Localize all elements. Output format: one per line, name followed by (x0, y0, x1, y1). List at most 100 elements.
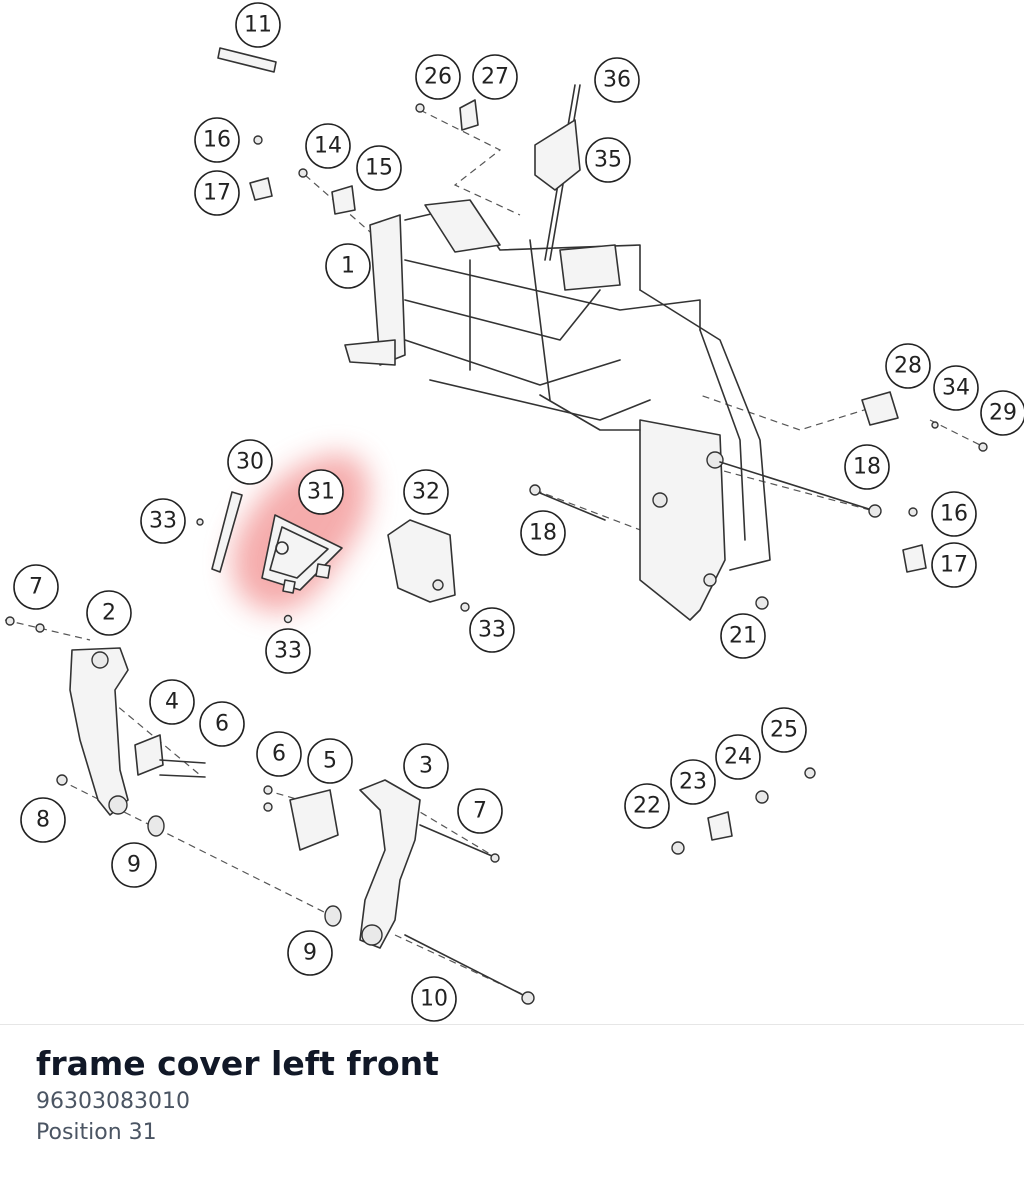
callout-23[interactable]: 23 (670, 759, 716, 805)
part-7-right-bolt (419, 824, 500, 863)
svg-text:8: 8 (36, 808, 50, 833)
main-frame (344, 199, 771, 621)
callout-30[interactable]: 30 (227, 439, 273, 485)
part-18-lower-bolt (529, 484, 606, 521)
callout-26[interactable]: 26 (415, 54, 461, 100)
svg-text:33: 33 (149, 509, 177, 534)
callout-24[interactable]: 24 (715, 734, 761, 780)
callout-28[interactable]: 28 (885, 343, 931, 389)
callout-1[interactable]: 1 (325, 243, 371, 289)
part-5-6-bracket (263, 785, 339, 851)
callout-7-right[interactable]: 7 (457, 788, 503, 834)
callout-2[interactable]: 2 (86, 590, 132, 636)
svg-text:7: 7 (29, 575, 43, 600)
svg-text:16: 16 (940, 502, 968, 527)
part-info: frame cover left front 96303083010 Posit… (36, 1042, 996, 1148)
svg-text:31: 31 (307, 480, 335, 505)
svg-text:17: 17 (940, 553, 968, 578)
callout-18-lower[interactable]: 18 (520, 510, 566, 556)
callout-34[interactable]: 34 (933, 365, 979, 411)
svg-text:6: 6 (272, 742, 286, 767)
svg-text:33: 33 (478, 618, 506, 643)
exploded-parts-diagram: 11 26 27 36 16 17 14 15 35 1 28 34 29 18… (4, 2, 1024, 1022)
part-33-screws (196, 518, 470, 624)
part-4-6-bracket (134, 734, 206, 778)
callout-17-top[interactable]: 17 (194, 170, 240, 216)
part-11-strip (217, 47, 277, 73)
part-28-clamp (861, 391, 988, 452)
svg-text:27: 27 (481, 65, 509, 90)
svg-text:29: 29 (989, 401, 1017, 426)
callout-17-right[interactable]: 17 (931, 542, 977, 588)
callout-9-right[interactable]: 9 (287, 930, 333, 976)
part-32-cover (387, 519, 456, 603)
svg-text:23: 23 (679, 770, 707, 795)
part-30-strip (211, 491, 243, 573)
svg-text:34: 34 (942, 376, 970, 401)
callout-11[interactable]: 11 (235, 2, 281, 48)
part-8-9-hardware (56, 774, 342, 927)
callouts: 11 26 27 36 16 17 14 15 35 1 28 34 29 18… (13, 2, 1024, 1022)
part-35-36-bracket (534, 84, 581, 261)
callout-3[interactable]: 3 (403, 743, 449, 789)
svg-text:32: 32 (412, 480, 440, 505)
svg-text:10: 10 (420, 987, 448, 1012)
callout-14[interactable]: 14 (305, 123, 351, 169)
callout-15[interactable]: 15 (356, 145, 402, 191)
svg-text:24: 24 (724, 745, 752, 770)
part-3-right-bracket (359, 779, 421, 949)
part-18-upper-bolt (719, 461, 882, 518)
callout-36[interactable]: 36 (594, 57, 640, 103)
callout-6-left[interactable]: 6 (199, 701, 245, 747)
svg-text:5: 5 (323, 749, 337, 774)
svg-text:18: 18 (529, 521, 557, 546)
part-21-nut (755, 596, 769, 610)
callout-31[interactable]: 31 (298, 469, 344, 515)
callout-35[interactable]: 35 (585, 137, 631, 183)
callout-33-left[interactable]: 33 (140, 498, 186, 544)
callout-16-right[interactable]: 16 (931, 491, 977, 537)
svg-text:7: 7 (473, 799, 487, 824)
svg-text:18: 18 (853, 455, 881, 480)
callout-29[interactable]: 29 (980, 390, 1024, 436)
svg-text:33: 33 (274, 639, 302, 664)
svg-text:4: 4 (165, 690, 179, 715)
svg-text:9: 9 (303, 941, 317, 966)
callout-9-left[interactable]: 9 (111, 842, 157, 888)
svg-text:22: 22 (633, 794, 661, 819)
callout-21[interactable]: 21 (720, 613, 766, 659)
callout-33-right[interactable]: 33 (469, 607, 515, 653)
part-position: Position 31 (36, 1120, 157, 1145)
svg-text:28: 28 (894, 354, 922, 379)
callout-7-left[interactable]: 7 (13, 564, 59, 610)
svg-text:36: 36 (603, 68, 631, 93)
svg-text:21: 21 (729, 624, 757, 649)
callout-18-upper[interactable]: 18 (844, 444, 890, 490)
svg-text:1: 1 (341, 254, 355, 279)
part-title: frame cover left front (36, 1044, 439, 1083)
svg-text:6: 6 (215, 712, 229, 737)
callout-27[interactable]: 27 (472, 54, 518, 100)
svg-text:14: 14 (314, 134, 342, 159)
part-16-17-right (902, 507, 927, 573)
callout-33-mid[interactable]: 33 (265, 628, 311, 674)
part-31-frame-cover[interactable] (261, 514, 343, 594)
callout-32[interactable]: 32 (403, 469, 449, 515)
part-10-long-bolt (404, 934, 535, 1005)
part-2-left-bracket (69, 647, 129, 816)
svg-text:35: 35 (594, 148, 622, 173)
callout-6-mid[interactable]: 6 (256, 731, 302, 777)
callout-16-top[interactable]: 16 (194, 117, 240, 163)
callout-5[interactable]: 5 (307, 738, 353, 784)
part-7-left-bolts (5, 616, 45, 633)
callout-10[interactable]: 10 (411, 976, 457, 1022)
callout-25[interactable]: 25 (761, 707, 807, 753)
svg-text:3: 3 (419, 754, 433, 779)
svg-text:15: 15 (365, 156, 393, 181)
callout-8[interactable]: 8 (20, 797, 66, 843)
part-26-27-clip (415, 99, 479, 131)
part-16-17-top (249, 135, 273, 201)
callout-4[interactable]: 4 (149, 679, 195, 725)
svg-text:16: 16 (203, 128, 231, 153)
callout-22[interactable]: 22 (624, 783, 670, 829)
